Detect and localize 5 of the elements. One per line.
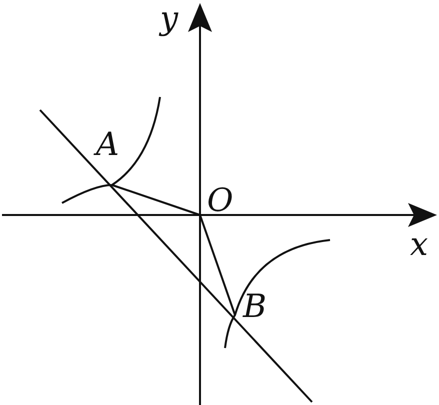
point-label: x (410, 228, 428, 260)
point-label: O (207, 184, 234, 216)
point-label: B (243, 290, 267, 322)
point-label: y (160, 2, 178, 34)
point-label: A (96, 128, 120, 160)
